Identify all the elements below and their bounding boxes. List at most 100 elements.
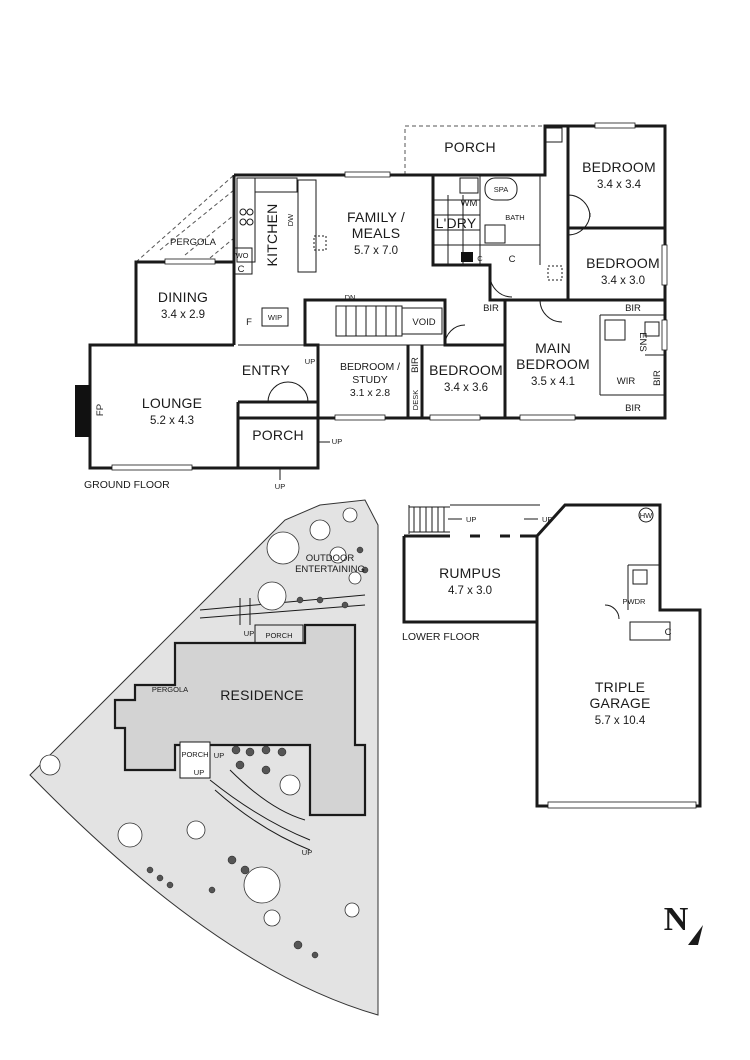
desk-label: DESK	[411, 390, 420, 410]
family-dimensions: 5.7 x 7.0	[354, 245, 398, 257]
site-porch-box	[179, 741, 211, 779]
void-label: VOID	[412, 317, 435, 328]
family-label: FAMILY /	[347, 209, 405, 225]
shower	[484, 224, 506, 244]
garage-walls	[535, 503, 702, 808]
cooktop-burner	[239, 218, 247, 226]
porch-top-label: PORCH	[444, 139, 496, 155]
pergola-rafter	[209, 237, 235, 259]
site-porch-label: PORCH	[265, 631, 292, 640]
washing-machine	[459, 177, 479, 194]
bedroom-door	[567, 194, 591, 218]
cooktop-burner	[246, 218, 254, 226]
window	[519, 414, 576, 421]
bedroom-door	[567, 212, 591, 236]
residence-footprint	[113, 623, 367, 817]
up-label: UP	[542, 515, 552, 524]
pergola-rafter	[184, 214, 235, 256]
bedroom-3-dimensions: 3.4 x 3.6	[444, 382, 488, 394]
window	[164, 258, 216, 265]
ground-floor-stairs	[335, 305, 403, 337]
study-label-1: BEDROOM /	[340, 361, 400, 373]
bir-label: BIR	[625, 303, 641, 314]
residence-label: RESIDENCE	[220, 687, 303, 703]
bir-label: BIR	[652, 370, 663, 386]
pergola-rafter	[159, 189, 235, 251]
garage-label-2: GARAGE	[589, 695, 650, 711]
garage-door-swing	[604, 604, 620, 620]
rumpus-walls	[402, 534, 539, 624]
ground-floor-label: GROUND FLOOR	[84, 479, 170, 491]
window	[594, 122, 636, 129]
wall-oven	[233, 247, 253, 275]
main-bedroom-dimensions: 3.5 x 4.1	[531, 376, 575, 388]
main-bedroom-label-1: MAIN	[535, 340, 571, 356]
north-arrow: N	[664, 901, 703, 945]
fireplace	[75, 385, 90, 437]
bir-label: BIR	[483, 303, 499, 314]
rumpus-label: RUMPUS	[439, 565, 501, 581]
kitchen-island	[297, 179, 317, 273]
dining-label: DINING	[158, 289, 208, 305]
bir-label: BIR	[625, 403, 641, 414]
dishwasher-label: DW	[286, 213, 295, 226]
lounge-dimensions: 5.2 x 4.3	[150, 415, 194, 427]
up-label: UP	[466, 515, 476, 524]
fridge-label: F	[246, 317, 252, 328]
site-up-label: UP	[302, 848, 312, 857]
cupboard-label: C	[509, 254, 516, 265]
site-up-label: UP	[244, 629, 254, 638]
north-arrow-icon	[688, 925, 703, 945]
toilet	[545, 127, 563, 143]
bedroom-1-label: BEDROOM	[582, 159, 656, 175]
powder-toilet	[632, 569, 648, 585]
meals-label: MEALS	[352, 225, 400, 241]
window	[429, 414, 481, 421]
bedroom-door	[444, 324, 466, 346]
kitchen-label: KITCHEN	[264, 204, 280, 267]
entry-door	[267, 381, 309, 403]
lower-floor-label: LOWER FLOOR	[402, 631, 480, 643]
cooktop-burner	[239, 208, 247, 216]
window	[111, 464, 193, 471]
bedroom-1-dimensions: 3.4 x 3.4	[597, 179, 642, 191]
spa-label: SPA	[494, 185, 508, 194]
up-label: UP	[275, 482, 285, 491]
wip-label: WIP	[268, 313, 282, 322]
outdoor-label-2: ENTERTAINING	[295, 564, 365, 575]
porch-entry-wall	[238, 400, 320, 470]
dining-dimensions: 3.4 x 2.9	[161, 309, 205, 321]
pergola-outline	[135, 173, 235, 263]
hot-water-label: HW	[640, 511, 653, 520]
site-paths	[199, 594, 366, 851]
laundry-label: L'DRY	[436, 215, 477, 231]
wir-label: WIR	[617, 376, 636, 387]
main-bedroom-door	[539, 299, 563, 323]
cupboard-label: C	[665, 627, 672, 638]
window	[661, 244, 668, 286]
lounge-label: LOUNGE	[142, 395, 202, 411]
cupboard-label: C	[477, 254, 483, 263]
main-bedroom-label-2: BEDROOM	[516, 356, 590, 372]
bath-label: BATH	[505, 213, 524, 222]
cupboard-label: C	[238, 264, 245, 275]
kitchen-sink-bench	[254, 177, 298, 193]
ensuite-shower	[604, 319, 626, 341]
laundry-door	[489, 274, 513, 298]
ensuite-label: ENS	[637, 332, 648, 352]
garage-label-1: TRIPLE	[595, 679, 645, 695]
site-pergola-label: PERGOLA	[152, 685, 188, 694]
ground-floor-plan: PORCH BEDROOM 3.4 x 3.4 BEDROOM 3.4 x 3.…	[75, 122, 668, 491]
lower-stairs	[409, 506, 450, 533]
garage-dimensions: 5.7 x 10.4	[595, 715, 646, 727]
study-dimensions: 3.1 x 2.8	[350, 387, 390, 399]
bedroom-2-dimensions: 3.4 x 3.0	[601, 275, 645, 287]
cooktop-burner	[246, 208, 254, 216]
hatch	[313, 235, 327, 251]
bedroom-2-label: BEDROOM	[586, 255, 660, 271]
lower-floor-plan: RUMPUS 4.7 x 3.0 TRIPLE GARAGE 5.7 x 10.…	[402, 503, 702, 809]
ensuite-toilet	[644, 321, 660, 337]
study-label-2: STUDY	[352, 374, 388, 386]
laundry-trough	[461, 252, 473, 262]
